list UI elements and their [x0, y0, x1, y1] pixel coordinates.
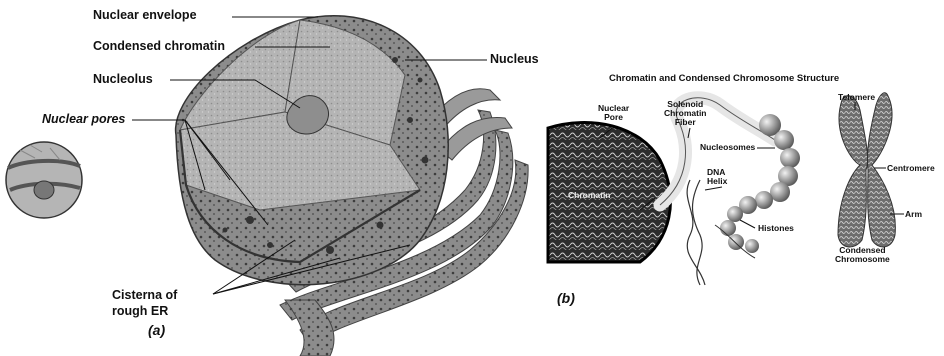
label-nucleosomes: Nucleosomes: [700, 143, 755, 152]
label-centromere: Centromere: [887, 164, 935, 173]
label-arm: Arm: [905, 210, 922, 219]
label-solenoid-line3: Fiber: [664, 118, 707, 127]
label-cisterna-line2: rough ER: [112, 305, 168, 318]
panel-a-tag: (a): [148, 322, 165, 338]
label-solenoid-fiber: Solenoid Chromatin Fiber: [664, 100, 707, 127]
label-nucleus: Nucleus: [490, 53, 539, 66]
nucleus-3d: [176, 16, 449, 285]
label-dna-line2: Helix: [707, 177, 727, 186]
label-histones: Histones: [758, 224, 794, 233]
label-condensed-chromatin: Condensed chromatin: [93, 40, 225, 53]
panel-b-title: Chromatin and Condensed Chromosome Struc…: [609, 73, 839, 84]
label-chromatin: Chromatin: [568, 191, 611, 200]
label-telomere: Telomere: [838, 93, 875, 102]
label-nuclear-pore-line2: Pore: [598, 113, 629, 122]
label-nuclear-pore: Nuclear Pore: [598, 104, 629, 122]
label-cisterna-line1: Cisterna of: [112, 289, 177, 302]
dna-helix: [687, 180, 755, 285]
label-nuclear-pores: Nuclear pores: [42, 113, 125, 126]
label-dna-helix: DNA Helix: [707, 168, 727, 186]
label-nucleolus: Nucleolus: [93, 73, 153, 86]
label-nuclear-envelope: Nuclear envelope: [93, 9, 197, 22]
nuclear-pore-inset: [6, 142, 82, 218]
label-condensed-line2: Chromosome: [835, 255, 890, 264]
panel-b-tag: (b): [557, 290, 575, 306]
label-condensed-chromosome: Condensed Chromosome: [835, 246, 890, 264]
